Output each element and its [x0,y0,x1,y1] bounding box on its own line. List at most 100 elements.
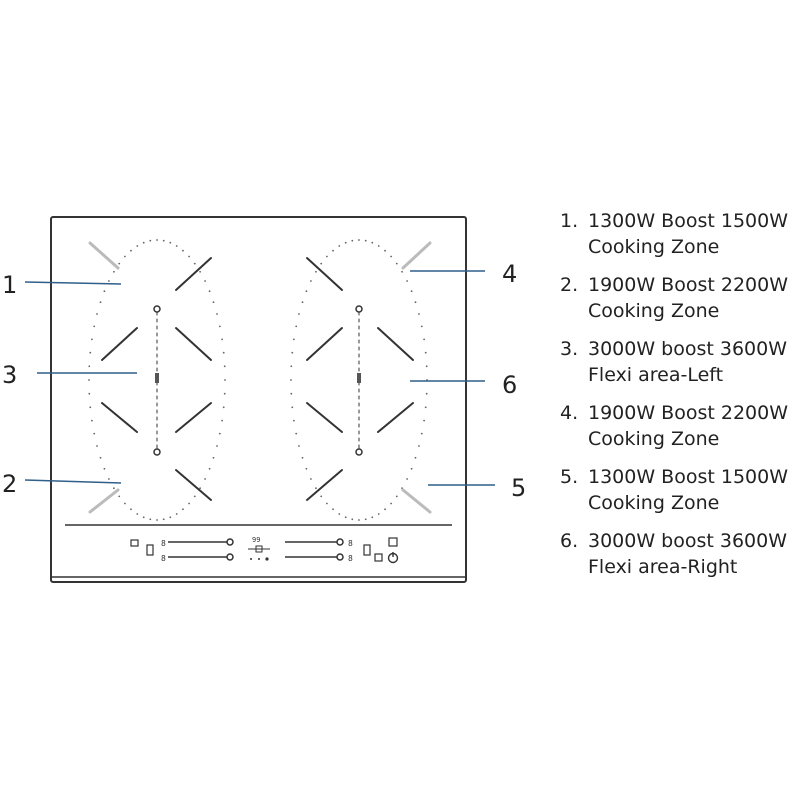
outline-dot [290,392,293,395]
outline-dot [295,325,298,328]
outline-dot [406,280,408,282]
leader-lines [24,270,495,486]
callout-1: 1 [2,271,18,299]
outline-dot [338,513,341,515]
outline-dot [358,239,360,241]
outline-dot [89,351,92,354]
outline-dot [395,495,398,498]
outline-dot [301,456,304,459]
flexi-right-top-node [355,305,363,313]
outline-dot [93,325,96,328]
legend-item: 4. 1900W Boost 2200W Cooking Zone [560,400,800,452]
outline-dot [96,313,98,315]
outline-dot [423,338,425,341]
outline-dot [103,290,106,293]
outline-dot [130,508,132,511]
timer-dot-icon[interactable] [258,558,260,560]
outline-dot [212,301,215,304]
outline-dot [293,419,295,422]
left-flexi-icon[interactable] [146,544,154,556]
outline-dot [149,518,152,521]
outline-dot [390,255,392,258]
outline-dot [291,406,294,409]
outline-dot [149,239,152,242]
flexi-left-markings [88,241,212,514]
outline-dot [124,502,126,505]
outline-dot [88,379,90,381]
outline-dot [384,249,386,252]
zone-slider-3-knob[interactable] [336,538,344,546]
outline-dot [315,487,317,490]
outline-dot [130,249,132,252]
outline-dot [425,365,428,368]
outline-dot [113,487,115,490]
control-panel: 8 8 99 8 8 [130,536,399,564]
leader-1 [24,281,122,285]
zone-slider-2-knob[interactable] [226,553,234,561]
zone-slider-4-knob[interactable] [336,553,344,561]
pause-icon[interactable] [374,553,383,562]
outline-dot [221,419,224,422]
flexi-left-outline-dots [88,239,226,521]
outline-dot [124,255,126,258]
outline-dot [208,467,211,470]
outline-dot [424,351,427,354]
outline-dot [414,456,417,459]
legend-item: 2. 1900W Boost 2200W Cooking Zone [560,272,800,324]
outline-dot [162,239,165,242]
outline-dot [410,467,413,470]
outline-dot [199,487,202,490]
outline-dot [88,392,91,395]
outline-dot [113,270,115,273]
outline-dot [305,290,308,293]
zone-slider-1-knob[interactable] [226,538,234,546]
outline-dot [224,379,226,381]
legend-index: 2. [560,274,579,296]
outline-dot [351,518,354,521]
outline-dot [390,502,392,505]
outline-dot [223,392,226,395]
outline-dot [332,249,334,252]
outline-dot [142,241,145,244]
legend-item: 5. 1300W Boost 1500W Cooking Zone [560,464,800,516]
outline-dot [320,495,323,498]
flexi-left-bottom-node [153,448,161,456]
outline-dot [410,290,413,293]
outline-dot [204,280,207,282]
outline-dot [222,351,225,354]
outline-dot [295,432,298,435]
callout-2: 2 [2,470,18,498]
outline-dot [91,338,93,341]
outline-dot [169,241,172,244]
outline-dot [305,467,308,470]
outline-dot [175,513,178,515]
outline-dot [384,508,386,511]
outline-dot [218,325,221,328]
callout-6: 6 [502,371,518,399]
outline-dot [156,239,158,241]
outline-dot [169,516,172,519]
legend-item: 1. 1300W Boost 1500W Cooking Zone [560,208,800,260]
outline-dot [103,467,106,470]
legend-line-2: Flexi area-Right [588,556,738,578]
outline-dot [88,365,91,368]
lock-icon[interactable] [388,537,398,547]
timer-minus-icon[interactable] [250,558,252,560]
outline-dot [377,513,380,515]
outline-dot [108,478,110,480]
outline-dot [371,241,374,244]
outline-dot [291,351,294,354]
outline-dot [293,338,295,341]
outline-dot [332,508,334,511]
left-menu-icon[interactable] [130,539,139,547]
outline-dot [218,432,221,435]
outline-dot [222,406,225,409]
outline-dot [344,241,347,244]
outline-dot [310,478,312,480]
timer-button[interactable] [255,545,263,553]
right-flexi-icon[interactable] [363,544,371,556]
outline-dot [156,519,158,521]
timer-plus-icon[interactable] [265,557,269,561]
outline-dot [315,270,317,273]
outline-dot [199,270,202,273]
